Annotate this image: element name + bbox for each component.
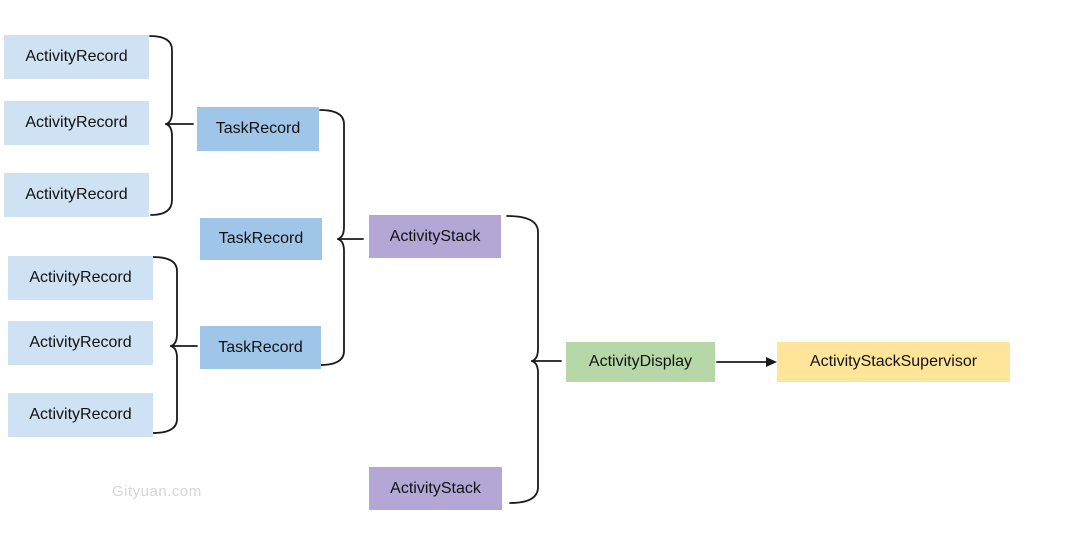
activity-record-4-box: ActivityRecord — [8, 256, 153, 300]
task-record-1-box: TaskRecord — [197, 107, 319, 151]
activity-record-4-label: ActivityRecord — [29, 269, 132, 286]
activity-stack-1-label: ActivityStack — [389, 227, 481, 245]
activity-record-1-box: ActivityRecord — [4, 35, 149, 79]
task-record-3-label: TaskRecord — [218, 338, 303, 356]
activity-record-6-label: ActivityRecord — [29, 406, 132, 423]
brace-activityrecords-top-to-taskrecord1 — [149, 35, 194, 216]
brace-taskrecords-to-activitystack1 — [319, 109, 364, 366]
activity-stack-supervisor-label: ActivityStackSupervisor — [809, 353, 978, 370]
task-record-2-box: TaskRecord — [200, 218, 322, 260]
activity-record-3-label: ActivityRecord — [25, 186, 128, 203]
brace-activitystacks-to-activitydisplay — [506, 215, 562, 504]
activity-stack-1-box: ActivityStack — [369, 215, 501, 258]
activity-record-5-box: ActivityRecord — [8, 321, 153, 365]
activity-record-5-label: ActivityRecord — [29, 334, 132, 351]
activity-stack-2-box: ActivityStack — [369, 467, 502, 510]
brace-activityrecords-bottom-to-taskrecord3 — [152, 256, 198, 434]
watermark-text: Gityuan.com — [112, 483, 202, 500]
activity-stack-2-label: ActivityStack — [390, 479, 481, 497]
activity-record-2-box: ActivityRecord — [4, 101, 149, 145]
activity-record-3-box: ActivityRecord — [4, 173, 149, 217]
task-record-1-label: TaskRecord — [215, 120, 301, 137]
arrow-activitydisplay-to-supervisor — [716, 357, 777, 367]
activity-stack-supervisor-box: ActivityStackSupervisor — [777, 342, 1010, 382]
activity-record-6-box: ActivityRecord — [8, 393, 153, 437]
task-record-2-label: TaskRecord — [218, 230, 304, 247]
activity-record-1-label: ActivityRecord — [25, 48, 128, 65]
activity-display-label: ActivityDisplay — [588, 353, 693, 370]
activity-record-2-label: ActivityRecord — [25, 114, 128, 131]
activity-display-box: ActivityDisplay — [566, 342, 715, 382]
task-record-3-box: TaskRecord — [200, 326, 321, 369]
